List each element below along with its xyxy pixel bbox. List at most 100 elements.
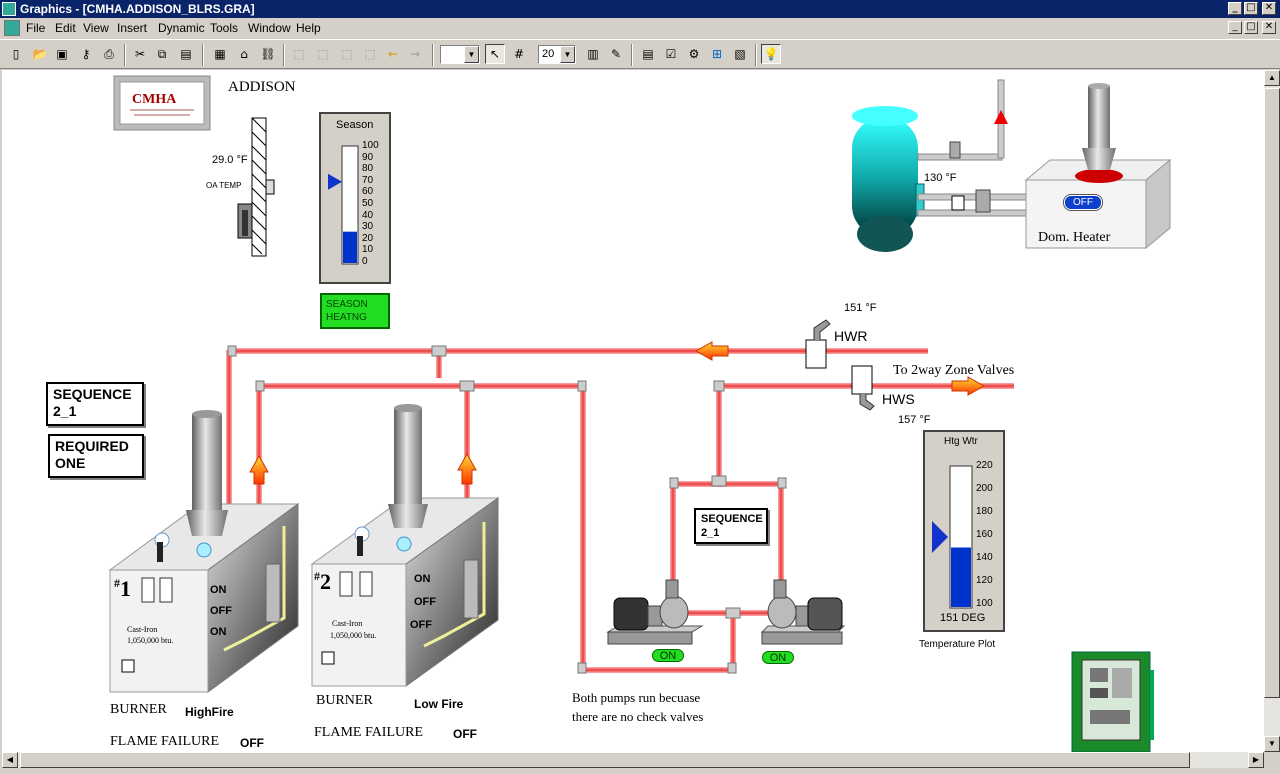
htg-setpoint-pointer[interactable] (932, 521, 948, 553)
vertical-scroll-thumb[interactable] (1264, 88, 1280, 698)
cut-icon[interactable]: ✂ (134, 47, 146, 61)
vertical-scrollbar[interactable]: ▲ ▼ (1264, 70, 1280, 752)
doc-minimize-button[interactable]: _ (1228, 21, 1242, 34)
pump1-status[interactable]: ON (652, 649, 684, 662)
screen-icon[interactable]: ▥ (587, 47, 599, 61)
season-gauge-fill (343, 231, 357, 263)
menu-tools[interactable]: Tools (210, 21, 239, 35)
zoom-combo[interactable]: 20▼ (538, 45, 576, 64)
chevron-down-icon[interactable]: ▼ (464, 46, 479, 63)
close-button[interactable]: ✕ (1262, 2, 1276, 15)
dhw-tank-temp: 130 °F (924, 172, 957, 184)
doc-icon[interactable] (4, 20, 20, 36)
boiler1-capacity: 1,050,000 btu. (127, 636, 174, 645)
scroll-right-icon[interactable]: ▶ (1248, 752, 1264, 768)
menu-window[interactable]: Window (248, 21, 291, 35)
scroll-left-icon[interactable]: ◀ (2, 752, 18, 768)
select-pointer-icon[interactable]: ↖ (485, 44, 505, 64)
zone-valves-label: To 2way Zone Valves (893, 363, 1015, 378)
menu-help[interactable]: Help (296, 21, 321, 35)
controller-panel-icon[interactable] (1071, 651, 1154, 752)
back-arrow-icon[interactable]: ← (387, 47, 399, 61)
new-file-icon[interactable]: ▯ (12, 47, 20, 61)
menu-file[interactable]: File (26, 21, 46, 35)
oa-temp-label: OA TEMP (206, 181, 242, 190)
report-icon[interactable]: ▧ (734, 47, 746, 61)
align4-icon[interactable]: ⬚ (364, 47, 376, 61)
link-icon[interactable]: ⛓ (260, 47, 276, 61)
dhw-status-badge[interactable]: OFF (1063, 194, 1103, 211)
boiler2-flame-state: OFF (453, 727, 477, 741)
hot-water-return-pipe (226, 348, 928, 673)
season-setpoint-pointer[interactable] (328, 173, 342, 190)
chevron-down-icon[interactable]: ▼ (560, 46, 575, 63)
horizontal-scrollbar[interactable]: ◀ ▶ (2, 752, 1264, 768)
hwr-sensor[interactable] (805, 319, 831, 369)
boiler-2[interactable] (310, 404, 500, 687)
copy-icon[interactable]: ⧉ (157, 47, 167, 61)
pump-1[interactable] (606, 579, 704, 645)
doc-close-button[interactable]: ✕ (1262, 21, 1276, 34)
save-icon[interactable]: ▣ (56, 47, 68, 61)
scroll-up-icon[interactable]: ▲ (1264, 70, 1280, 86)
boiler2-flame-label: FLAME FAILURE (314, 725, 424, 740)
dhw-valve[interactable] (949, 141, 991, 213)
boiler1-status-1: ON (210, 584, 227, 596)
scroll-down-icon[interactable]: ▼ (1264, 736, 1280, 752)
season-status-indicator[interactable]: SEASON HEATNG (320, 293, 390, 329)
boiler2-burner-state: Low Fire (414, 697, 464, 711)
home-icon[interactable]: ⌂ (240, 47, 248, 61)
hws-sensor[interactable] (851, 365, 875, 411)
edit-graphic-icon[interactable]: ✎ (610, 47, 622, 61)
menu-edit[interactable]: Edit (55, 21, 76, 35)
boiler-1[interactable] (108, 410, 300, 693)
properties-icon[interactable]: ▤ (642, 47, 654, 61)
cmha-logo: CMHA (113, 75, 211, 131)
boiler2-status-2: OFF (414, 596, 436, 608)
domestic-heater[interactable] (1024, 83, 1172, 250)
boiler1-flame-state: OFF (240, 736, 264, 750)
status-bar (0, 768, 1280, 774)
menu-insert[interactable]: Insert (117, 21, 148, 35)
restore-button[interactable]: □ (1244, 2, 1258, 15)
window-title-bar[interactable]: Graphics - [CMHA.ADDISON_BLRS.GRA] _ □ ✕ (0, 0, 1280, 18)
boiler1-status-3: ON (210, 626, 227, 638)
open-graphic-icon[interactable]: ▦ (214, 47, 226, 61)
pump-sequence-label: SEQUENCE 2_1 (694, 508, 768, 544)
grid-icon[interactable]: # (513, 47, 525, 61)
forward-arrow-icon[interactable]: → (409, 47, 421, 61)
minimize-button[interactable]: _ (1228, 2, 1242, 15)
required-label: REQUIRED ONE (48, 434, 144, 478)
style-combo[interactable]: ▼ (440, 45, 480, 64)
menu-view[interactable]: View (83, 21, 109, 35)
pump2-status[interactable]: ON (762, 651, 794, 664)
oa-temp-value: 29.0 °F (212, 154, 248, 166)
app-icon (2, 2, 16, 16)
menu-dynamic[interactable]: Dynamic (158, 21, 205, 35)
oa-temp-sensor[interactable] (237, 117, 275, 257)
boiler2-checkbox[interactable] (321, 651, 335, 665)
align2-icon[interactable]: ⬚ (317, 47, 329, 61)
domestic-water-tank (852, 106, 925, 252)
lightbulb-icon[interactable]: 💡 (761, 44, 781, 64)
print-icon[interactable]: ⎙ (104, 47, 114, 61)
graphic-canvas: CMHA (2, 70, 1264, 752)
dhw-heater-label: Dom. Heater (1038, 230, 1111, 245)
boiler1-checkbox[interactable] (121, 659, 135, 673)
hws-temp: 157 °F (898, 414, 931, 426)
season-gauge-ticks: 100 90 80 70 60 50 40 30 20 10 0 (362, 140, 379, 267)
align3-icon[interactable]: ⬚ (341, 47, 353, 61)
paste-icon[interactable]: ▤ (180, 47, 192, 61)
settings-icon[interactable]: ⚙ (688, 47, 700, 61)
horizontal-scroll-thumb[interactable] (20, 752, 1190, 768)
tree-icon[interactable]: ⊞ (711, 47, 723, 61)
temperature-plot-label[interactable]: Temperature Plot (919, 639, 996, 650)
checklist-icon[interactable]: ☑ (665, 47, 677, 61)
pump-2[interactable] (760, 579, 846, 645)
open-folder-icon[interactable]: 📂 (32, 47, 48, 61)
boiler2-capacity: 1,050,000 btu. (330, 631, 377, 640)
doc-restore-button[interactable]: □ (1244, 21, 1258, 34)
align-icon[interactable]: ⬚ (293, 47, 305, 61)
key-icon[interactable]: ⚷ (81, 47, 91, 61)
boiler1-status-2: OFF (210, 605, 232, 617)
